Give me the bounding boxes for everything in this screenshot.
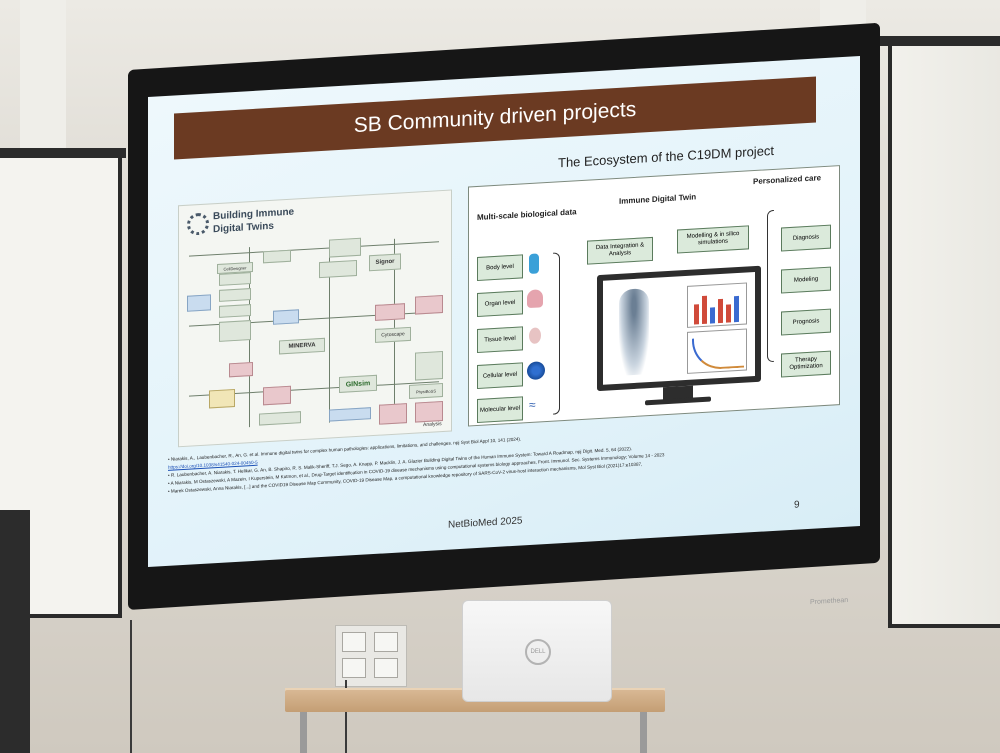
power-cable (130, 620, 132, 753)
slide-page-number: 9 (794, 499, 800, 511)
level-tissue: Tissue level (477, 326, 523, 354)
tissue-icon (529, 327, 541, 345)
level-organ: Organ level (477, 290, 523, 318)
right-brace (767, 209, 774, 363)
level-molecular: Molecular level (477, 396, 523, 424)
outlet (342, 658, 366, 678)
diagram-node (219, 304, 251, 318)
body-icon (529, 253, 539, 275)
wall-pillar (20, 0, 66, 160)
slide-subtitle: The Ecosystem of the C19DM project (558, 142, 775, 171)
desk-leg (640, 712, 647, 753)
diagram-node (209, 388, 235, 409)
diagram-node (319, 259, 357, 279)
human-silhouette-icon (619, 288, 649, 376)
diagram-node (229, 361, 253, 378)
diagram-node (329, 407, 371, 422)
diagram-node (219, 320, 251, 342)
outlet (374, 658, 398, 678)
wall-outlet-panel (335, 625, 407, 687)
bar-chart-thumb (687, 282, 747, 328)
minerva-node: MINERVA (279, 337, 325, 355)
projected-slide: SB Community driven projects The Ecosyst… (148, 55, 860, 567)
diagram-node (219, 288, 251, 302)
outlet (374, 632, 398, 652)
cytoscape-node: Cytoscape (375, 326, 411, 343)
laptop-logo: DELL (525, 639, 551, 665)
immune-digital-twin-heading: Immune Digital Twin (619, 192, 697, 206)
dna-icon: ≈ (529, 397, 536, 413)
diagram-node (219, 272, 251, 286)
diagram-node (263, 385, 291, 406)
board-rail (880, 36, 1000, 46)
diagram-node (415, 400, 443, 423)
level-cellular: Cellular level (477, 362, 523, 390)
ginsim-node: GINsim (339, 374, 377, 393)
diagram-title: Building Immune Digital Twins (213, 206, 294, 237)
diagram-node (187, 294, 211, 312)
outlet (342, 632, 366, 652)
diagram-node (329, 237, 361, 258)
diagram-node (259, 411, 301, 426)
display-brand: Promethean (810, 596, 849, 607)
diagram-node (415, 294, 443, 315)
diagram-node (375, 303, 405, 321)
cells-icon (527, 361, 545, 381)
monitor-screen (603, 272, 755, 385)
multiscale-data-heading: Multi-scale biological data (477, 207, 577, 223)
care-modeling: Modeling (781, 266, 831, 294)
care-therapy-optimization: Therapy Optimization (781, 350, 831, 378)
care-prognosis: Prognosis (781, 308, 831, 336)
diagram-node (263, 249, 291, 264)
whiteboard-right (888, 40, 1000, 628)
diagram-connector (189, 241, 439, 257)
lectern-edge (0, 510, 30, 753)
board-rail (0, 148, 126, 158)
left-brace (553, 252, 560, 415)
physiboss-node: PhysiBoSS (409, 382, 443, 399)
immune-digital-twin-diagram: Building Immune Digital Twins MINERVA Si… (178, 189, 452, 448)
level-body: Body level (477, 254, 523, 282)
slide-footer: NetBioMed 2025 (448, 515, 523, 531)
laptop[interactable]: DELL (462, 600, 612, 702)
diagram-node (379, 403, 407, 425)
celldesigner-node: CellDesigner (217, 261, 253, 275)
digital-twin-monitor (597, 265, 761, 392)
line-chart-thumb (687, 328, 747, 374)
modelling-box: Modelling & in silico simulations (677, 225, 749, 254)
analysis-label: Analysis (423, 421, 442, 429)
monitor-base (645, 396, 711, 406)
diagram-node (273, 309, 299, 325)
data-integration-box: Data Integration & Analysis (587, 236, 653, 265)
c19dm-ecosystem-diagram: Multi-scale biological data Immune Digit… (468, 165, 840, 427)
lungs-icon (527, 289, 543, 309)
care-diagnosis: Diagnosis (781, 224, 831, 252)
desk-leg (300, 712, 307, 753)
signor-node: Signor (369, 253, 401, 272)
personalized-care-heading: Personalized care (753, 173, 822, 187)
physicell-node (415, 350, 443, 381)
power-cable (345, 680, 347, 753)
logo-icon (187, 212, 209, 236)
